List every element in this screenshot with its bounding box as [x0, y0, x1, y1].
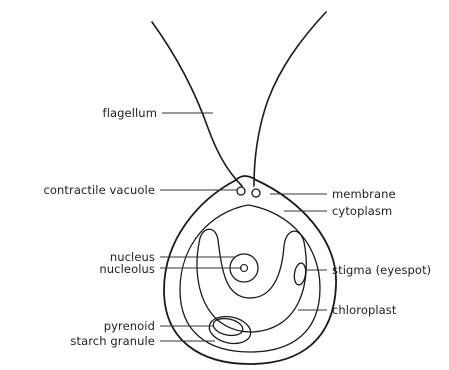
label-chloroplast: chloroplast: [332, 303, 397, 317]
label-starch-granule: starch granule: [70, 334, 155, 348]
right-flagellum: [254, 12, 326, 186]
contractile-vacuole-right: [252, 189, 260, 197]
pyrenoid-outer: [207, 313, 253, 347]
label-membrane: membrane: [332, 187, 396, 201]
left-flagellum: [152, 22, 242, 186]
label-cytoplasm: cytoplasm: [332, 204, 392, 218]
label-flagellum: flagellum: [103, 106, 157, 120]
label-contractile-vacuole: contractile vacuole: [43, 183, 155, 197]
label-nucleolus: nucleolus: [99, 262, 155, 276]
contractile-vacuole-left: [237, 187, 245, 195]
chloroplast-outline: [197, 229, 306, 332]
label-pyrenoid: pyrenoid: [104, 319, 155, 333]
label-stigma: stigma (eyespot): [332, 263, 431, 277]
